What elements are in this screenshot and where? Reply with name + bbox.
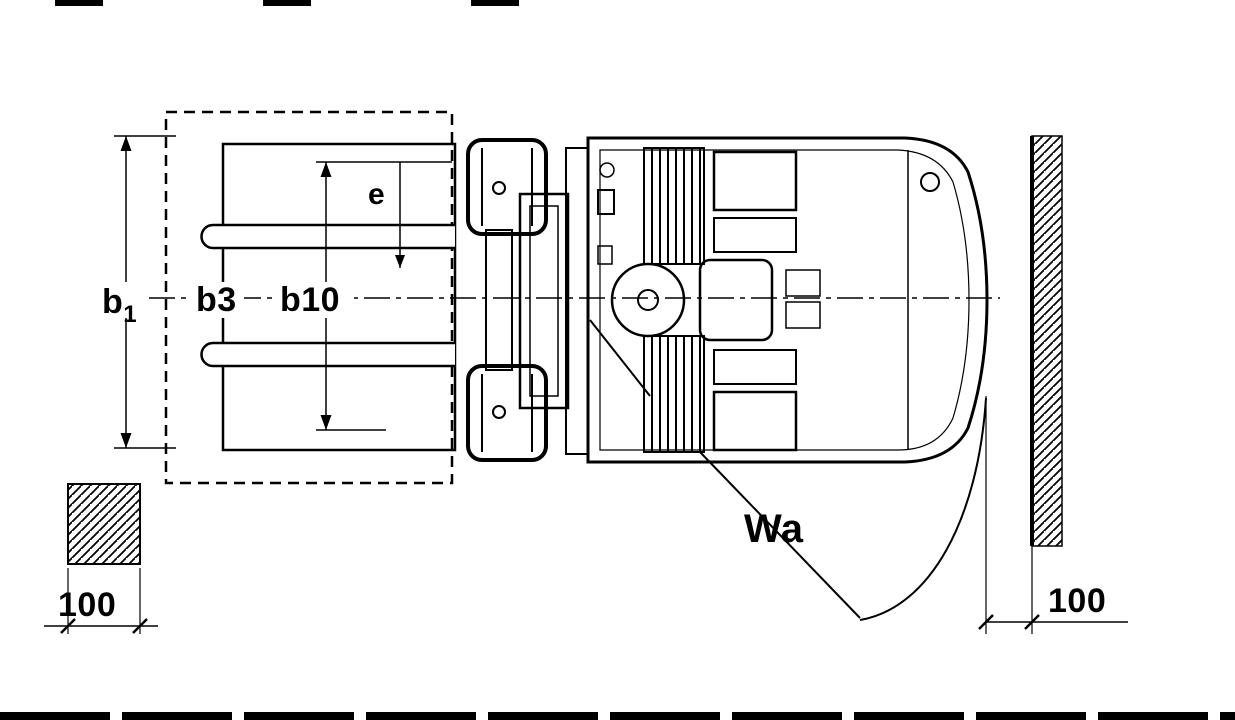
mast	[518, 192, 570, 410]
front-plate	[565, 147, 589, 455]
wa-leader	[699, 451, 861, 619]
seat	[698, 258, 821, 342]
front-wheel-top	[466, 138, 548, 236]
fork-lower	[200, 341, 455, 368]
turning-radius	[699, 397, 987, 621]
turning-radius-arc	[859, 397, 987, 621]
dim-label-b1-sub: 1	[123, 301, 137, 328]
front-axle	[485, 229, 513, 371]
dimension-e	[395, 162, 405, 268]
front-details	[589, 162, 651, 397]
dim-label-b1: b1	[102, 283, 137, 328]
dimension-clearance-left	[44, 568, 158, 634]
dim-label-clearance-left: 100	[58, 586, 116, 624]
dim-label-e: e	[368, 178, 385, 211]
overhead-guard-boxes	[712, 150, 798, 452]
load-outline-dashed	[164, 110, 454, 485]
dim-label-wa: Wa	[744, 507, 804, 551]
dim-label-clearance-right: 100	[1048, 582, 1106, 620]
engine-grille-top	[643, 147, 705, 265]
steering-wheel	[610, 262, 686, 338]
dim-label-b3: b3	[196, 281, 237, 319]
wall	[1030, 135, 1063, 547]
dim-label-b1-base: b	[102, 283, 123, 321]
front-wheel-bottom	[466, 364, 548, 462]
dimension-clearance-right	[978, 396, 1128, 634]
engine-grille-bottom	[643, 335, 705, 453]
rear-pin	[920, 172, 940, 192]
fork-upper	[200, 223, 455, 250]
dim-label-b10: b10	[280, 281, 340, 319]
label-backings	[98, 282, 354, 318]
counterweight-outline	[586, 136, 989, 464]
obstacle-block	[67, 483, 141, 565]
forklift-body	[466, 136, 989, 464]
